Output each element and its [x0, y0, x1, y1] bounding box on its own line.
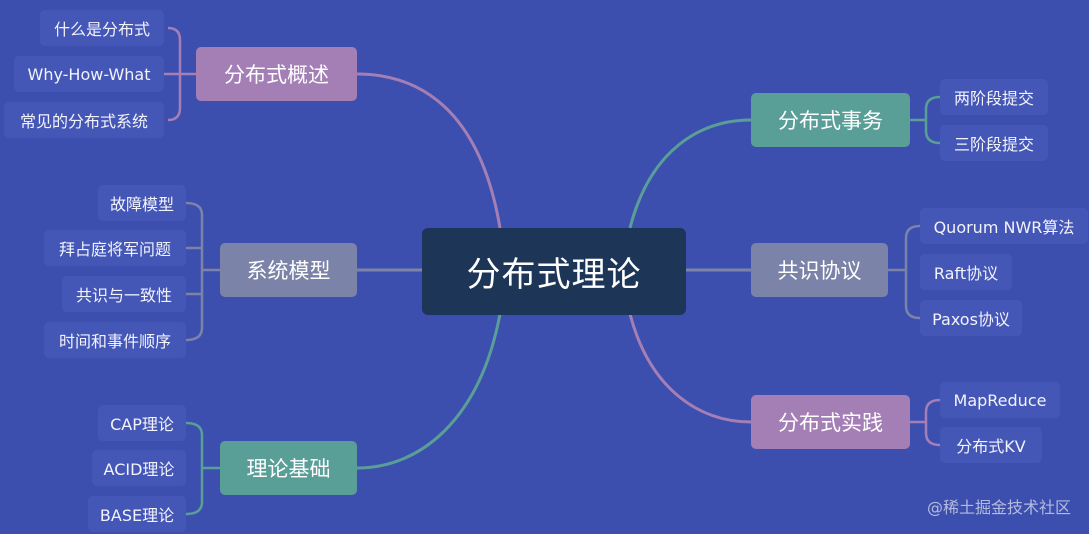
leaf-acid-theory[interactable]: ACID理论	[92, 450, 186, 486]
bracket-practice	[910, 398, 941, 447]
leaf-paxos[interactable]: Paxos协议	[920, 300, 1022, 336]
bracket-transaction	[910, 95, 941, 145]
leaf-what-is-distributed[interactable]: 什么是分布式	[40, 10, 164, 46]
leaf-raft[interactable]: Raft协议	[920, 254, 1012, 290]
leaf-time-event-order[interactable]: 时间和事件顺序	[44, 322, 186, 358]
leaf-why-how-what[interactable]: Why-How-What	[14, 56, 164, 92]
leaf-quorum-nwr[interactable]: Quorum NWR算法	[920, 208, 1088, 244]
leaf-two-phase-commit[interactable]: 两阶段提交	[940, 79, 1048, 115]
leaf-consensus-consistency[interactable]: 共识与一致性	[62, 276, 186, 312]
leaf-three-phase-commit[interactable]: 三阶段提交	[940, 125, 1048, 161]
link-center-practice	[628, 313, 752, 424]
watermark: @稀土掘金技术社区	[926, 498, 1071, 517]
link-center-basics	[356, 313, 502, 470]
branch-theory-basics[interactable]: 理论基础	[220, 441, 357, 495]
link-center-overview	[356, 72, 502, 229]
branch-overview[interactable]: 分布式概述	[196, 47, 357, 101]
bracket-model	[185, 201, 220, 342]
leaf-distributed-kv[interactable]: 分布式KV	[940, 427, 1042, 463]
branch-distributed-transaction[interactable]: 分布式事务	[751, 93, 910, 147]
center-topic[interactable]: 分布式理论	[422, 228, 686, 315]
bracket-consensus	[888, 224, 921, 320]
leaf-base-theory[interactable]: BASE理论	[88, 496, 186, 532]
leaf-cap-theory[interactable]: CAP理论	[98, 405, 186, 441]
branch-system-model[interactable]: 系统模型	[220, 243, 357, 297]
leaf-byzantine-generals[interactable]: 拜占庭将军问题	[44, 230, 186, 266]
leaf-common-systems[interactable]: 常见的分布式系统	[4, 102, 164, 138]
leaf-fault-model[interactable]: 故障模型	[98, 185, 186, 221]
branch-distributed-practice[interactable]: 分布式实践	[751, 395, 910, 449]
bracket-basics	[185, 421, 220, 516]
branch-consensus-protocol[interactable]: 共识协议	[751, 243, 888, 297]
leaf-mapreduce[interactable]: MapReduce	[940, 382, 1060, 418]
link-center-transaction	[628, 118, 752, 229]
